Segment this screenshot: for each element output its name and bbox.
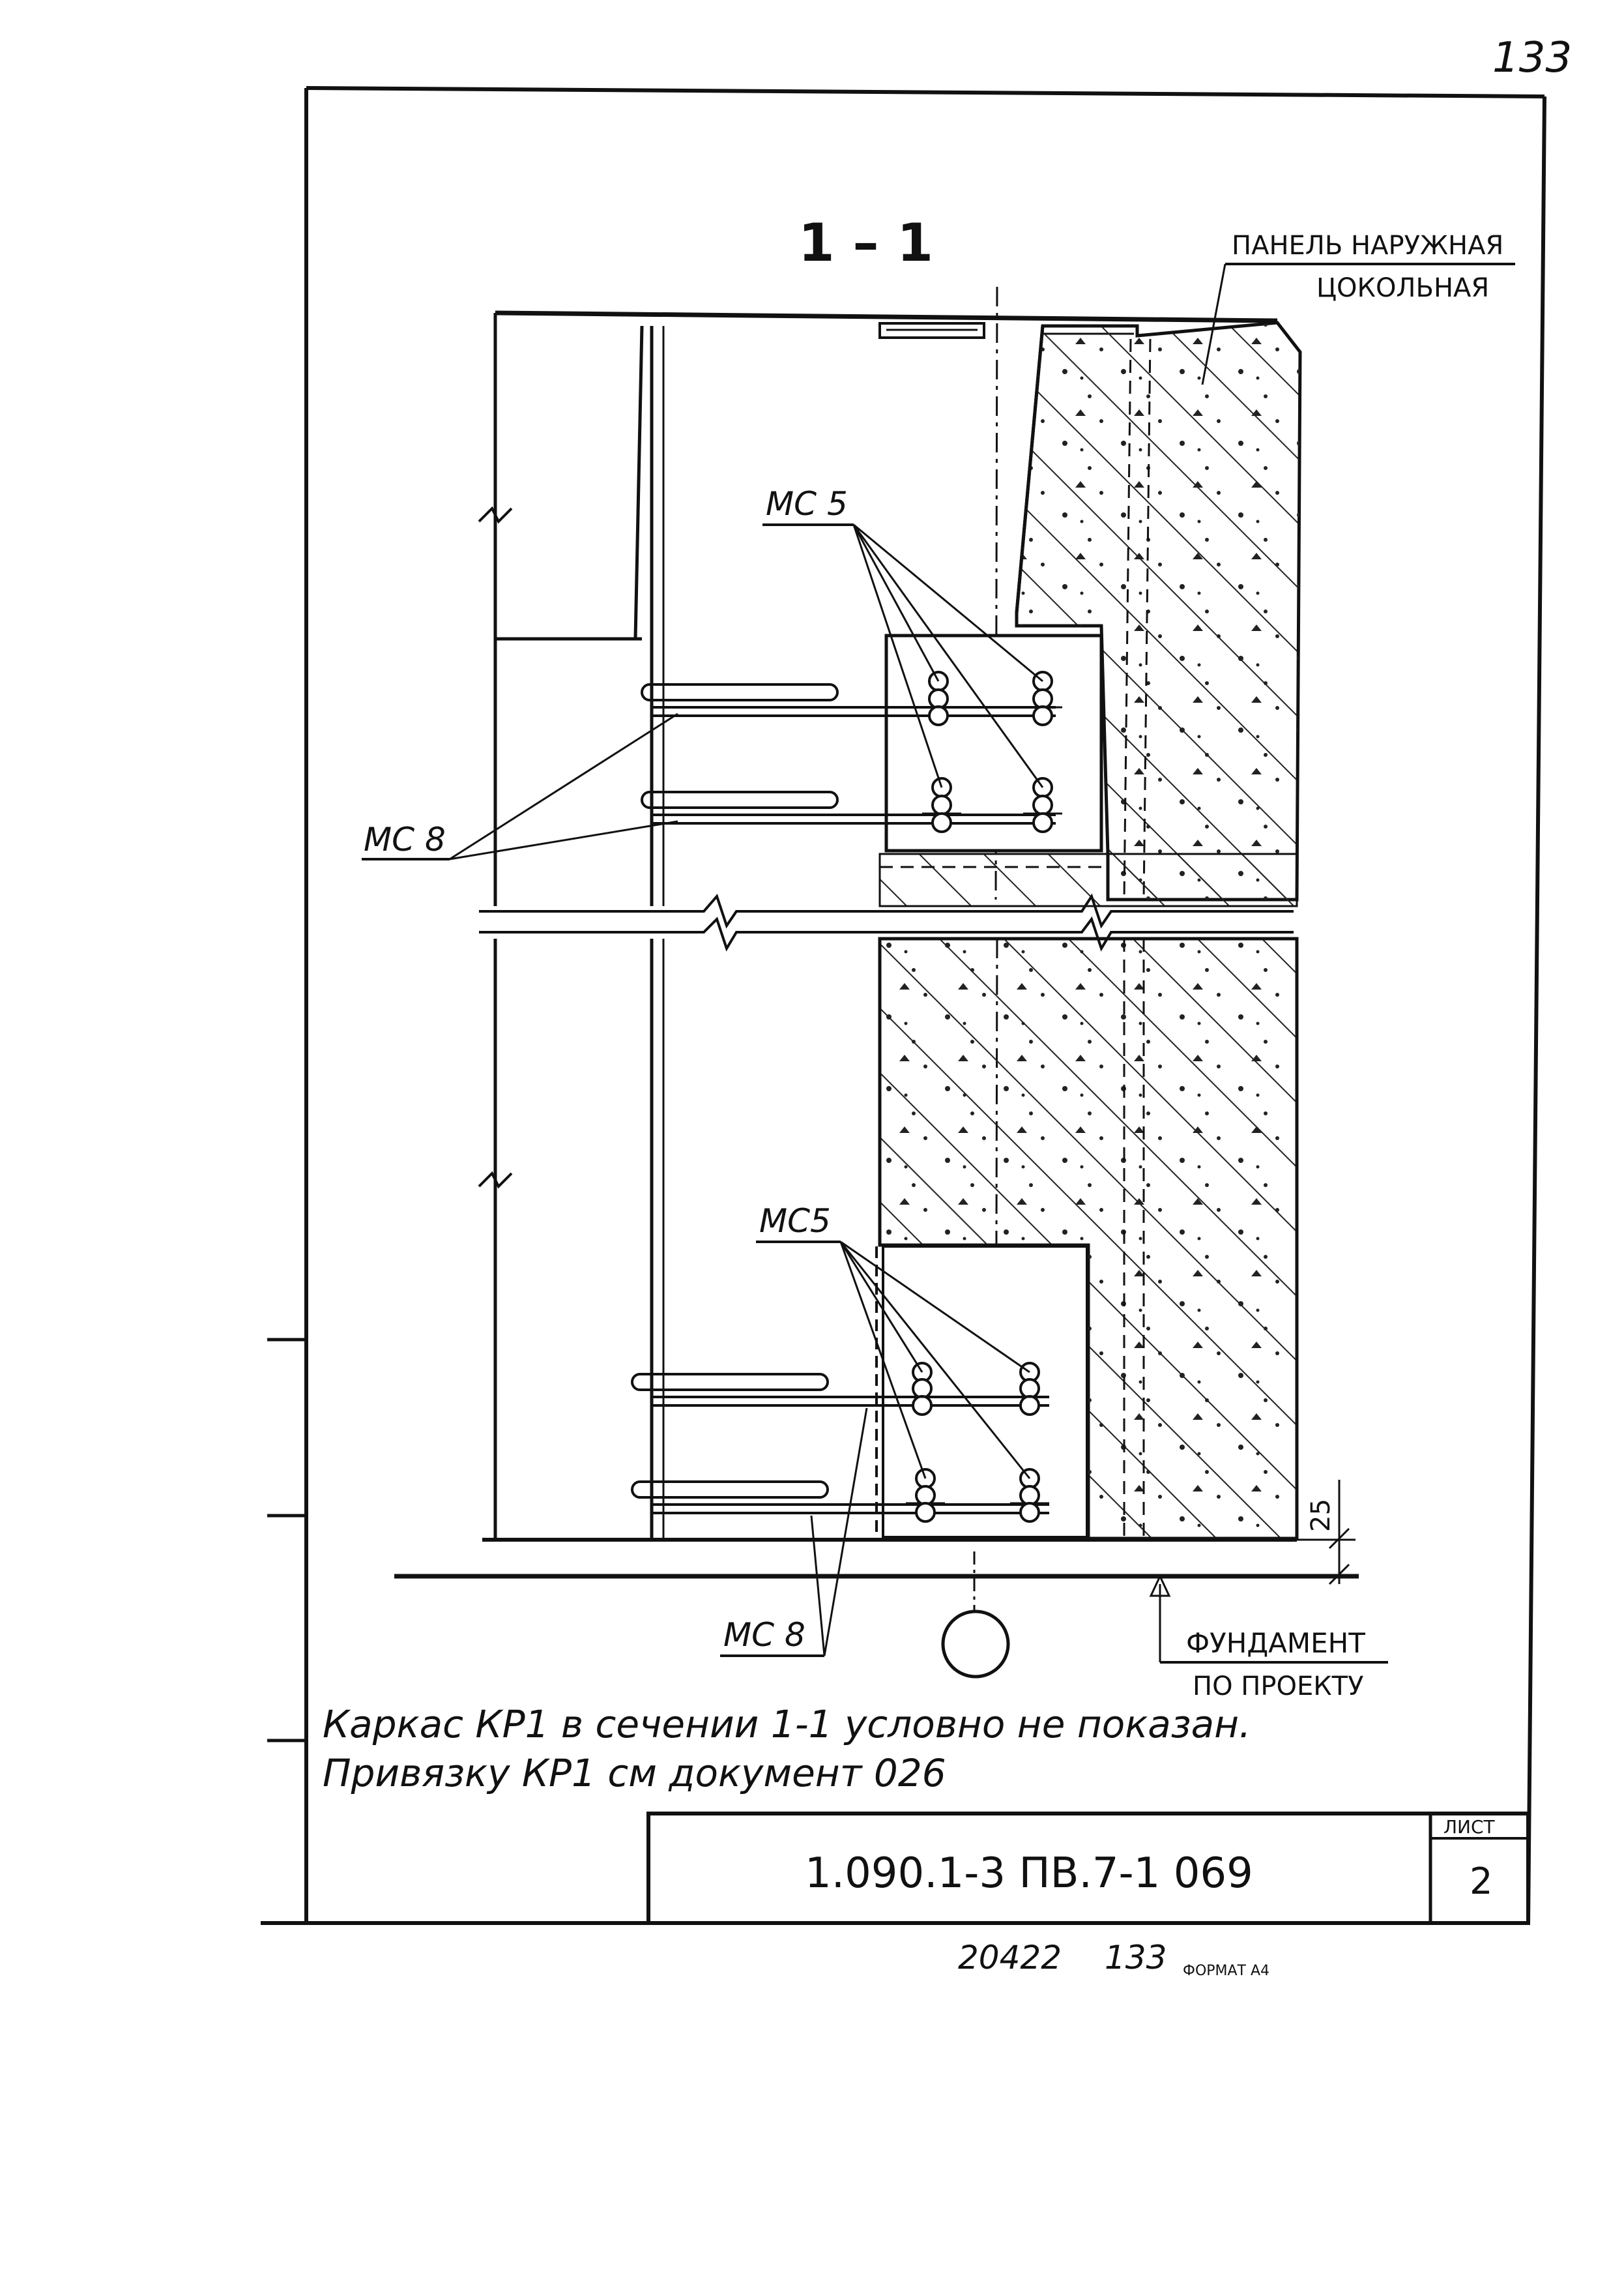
mc5-loops-lower	[903, 1362, 1049, 1523]
label-mc5-lower: МС5	[759, 1202, 831, 1240]
footer-inventory: 20422	[958, 1939, 1062, 1976]
page-number-top: 133	[1492, 34, 1572, 82]
mc8-bars-upper	[641, 683, 1056, 825]
section-title: 1 – 1	[798, 213, 933, 273]
panel-label: ПАНЕЛЬ НАРУЖНАЯ ЦОКОЛЬНАЯ	[1201, 231, 1515, 385]
label-foundation-line2: ПО ПРОЕКТУ	[1193, 1671, 1363, 1701]
dimension-25: 25	[1297, 1480, 1356, 1585]
panel-label-line2: ЦОКОЛЬНАЯ	[1316, 273, 1489, 303]
title-block: 1.090.1-3 ПВ.7-1 069 ЛИСТ 2	[646, 1812, 1530, 1925]
note-line-1: Каркас КР1 в сечении 1-1 условно не пока…	[323, 1702, 1251, 1746]
panel-label-line1: ПАНЕЛЬ НАРУЖНАЯ	[1232, 231, 1503, 261]
label-mc5-upper: МС 5	[766, 485, 848, 523]
mc5-loops-upper	[919, 671, 1062, 833]
lower-section: МС5	[478, 937, 1299, 1542]
title-sheet-number: 2	[1470, 1860, 1493, 1903]
label-foundation-line1: ФУНДАМЕНТ	[1186, 1627, 1365, 1659]
upper-section: МС 5 МС 8	[362, 286, 1302, 907]
label-mc8-upper: МС 8	[364, 821, 446, 859]
foundation: МС 8 ФУНДАМЕНТ ПО ПРОЕКТУ	[394, 1407, 1388, 1701]
footer-page: 133	[1105, 1939, 1167, 1976]
axis-marker-circle	[941, 1609, 1010, 1679]
dimension-25-value: 25	[1306, 1499, 1336, 1532]
label-mc8-lower: МС 8	[723, 1616, 805, 1654]
note-line-2: Привязку КР1 см документ 026	[323, 1751, 946, 1795]
title-doc-code: 1.090.1-3 ПВ.7-1 069	[805, 1849, 1253, 1898]
title-sheet-label: ЛИСТ	[1443, 1816, 1496, 1838]
footer-format: ФОРМАТ А4	[1183, 1963, 1269, 1979]
